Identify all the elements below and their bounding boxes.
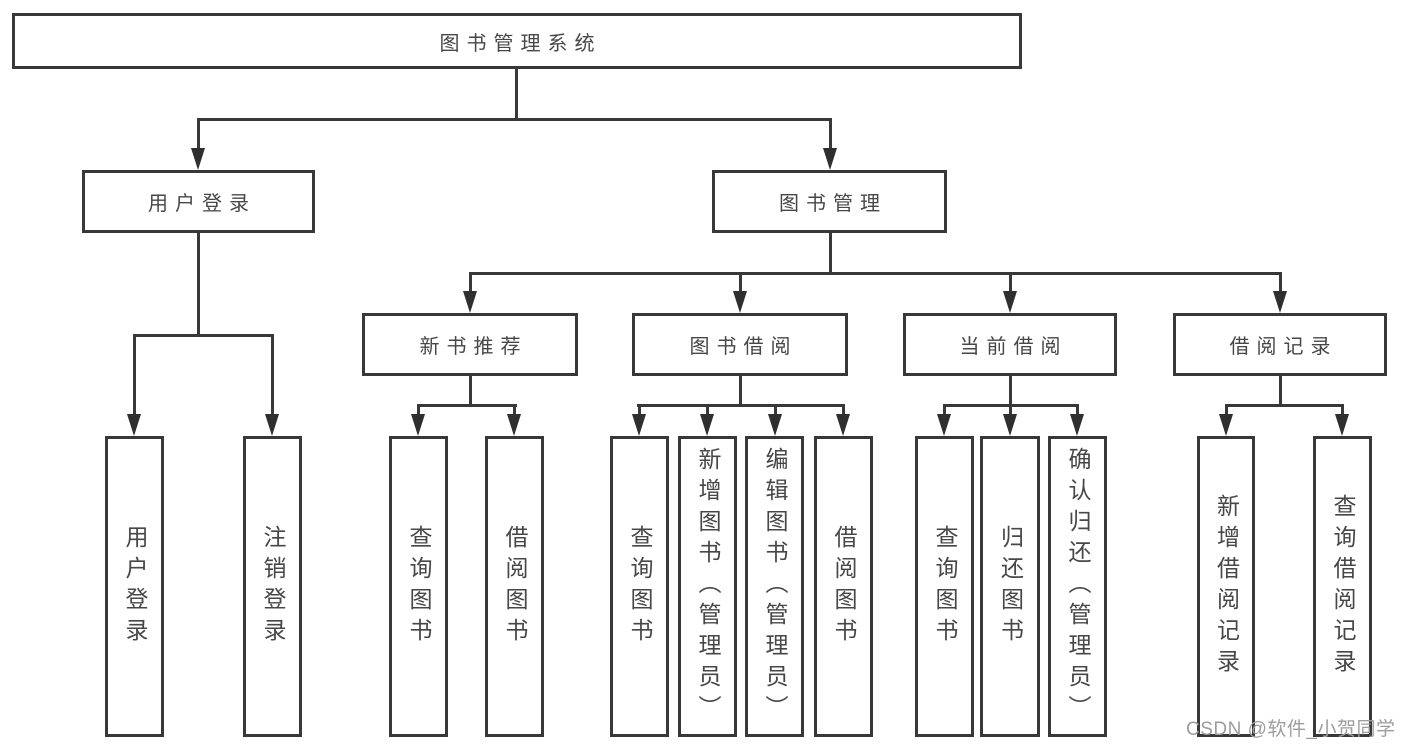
arrowhead-icon <box>700 414 714 436</box>
connector-line <box>829 118 832 148</box>
node-book-borrow: 图书借阅 <box>632 313 848 376</box>
connector-line <box>829 233 832 275</box>
arrowhead-icon <box>1219 414 1233 436</box>
connector-line <box>133 334 274 337</box>
leaf-logout: 注销登录 <box>243 436 302 737</box>
connector-line <box>1009 376 1012 407</box>
arrowhead-icon <box>411 414 425 436</box>
connector-line <box>515 69 518 120</box>
connector-line <box>417 404 420 416</box>
leaf-return-books: 归还图书 <box>980 436 1040 737</box>
arrowhead-icon <box>937 414 951 436</box>
leaf-query-books-borrow: 查询图书 <box>610 436 669 737</box>
connector-line <box>637 404 845 407</box>
connector-line <box>133 334 136 414</box>
arrowhead-icon <box>823 148 837 170</box>
arrowhead-icon <box>1273 291 1287 313</box>
connector-line <box>197 233 200 336</box>
connector-line <box>739 272 742 294</box>
arrowhead-icon <box>127 414 141 436</box>
connector-line <box>739 376 742 407</box>
leaf-query-borrow-record: 查询借阅记录 <box>1313 436 1372 737</box>
connector-line <box>197 118 832 121</box>
arrowhead-icon <box>463 291 477 313</box>
arrowhead-icon <box>768 414 782 436</box>
leaf-edit-books-admin: 编辑图书（管理员） <box>745 436 804 737</box>
connector-line <box>706 404 709 416</box>
leaf-confirm-return-admin: 确认归还（管理员） <box>1048 436 1107 737</box>
arrowhead-icon <box>191 148 205 170</box>
arrowhead-icon <box>265 414 279 436</box>
node-current-borrow: 当前借阅 <box>903 313 1117 376</box>
arrowhead-icon <box>1335 414 1349 436</box>
connector-line <box>271 334 274 414</box>
connector-line <box>1279 272 1282 294</box>
leaf-user-login: 用户登录 <box>105 436 164 737</box>
connector-line <box>1009 404 1012 416</box>
connector-line <box>638 404 641 416</box>
node-borrow-records: 借阅记录 <box>1173 313 1387 376</box>
connector-line <box>774 404 777 416</box>
connector-line <box>1279 376 1282 407</box>
connector-line <box>469 376 472 407</box>
node-user-login: 用户登录 <box>82 170 315 233</box>
leaf-borrow-books: 借阅图书 <box>814 436 873 737</box>
leaf-query-books-recommend: 查询图书 <box>389 436 448 737</box>
connector-line <box>943 404 946 416</box>
connector-line <box>842 404 845 416</box>
connector-line <box>469 272 1282 275</box>
node-new-book-recommend: 新书推荐 <box>362 313 578 376</box>
watermark: CSDN @软件_小贺同学 <box>1186 719 1396 740</box>
arrowhead-icon <box>1070 414 1084 436</box>
leaf-borrow-books-recommend: 借阅图书 <box>485 436 544 737</box>
connector-line <box>1341 404 1344 416</box>
connector-line <box>197 118 200 148</box>
node-root: 图书管理系统 <box>12 13 1022 69</box>
connector-line <box>1009 272 1012 294</box>
arrowhead-icon <box>507 414 521 436</box>
leaf-add-books-admin: 新增图书（管理员） <box>678 436 737 737</box>
connector-line <box>1076 404 1079 416</box>
node-book-management: 图书管理 <box>712 170 947 233</box>
arrowhead-icon <box>733 291 747 313</box>
connector-line <box>1225 404 1228 416</box>
connector-line <box>1225 404 1344 407</box>
arrowhead-icon <box>836 414 850 436</box>
connector-line <box>513 404 516 416</box>
arrowhead-icon <box>1003 414 1017 436</box>
connector-line <box>417 404 517 407</box>
leaf-add-borrow-record: 新增借阅记录 <box>1197 436 1255 737</box>
leaf-query-books-current: 查询图书 <box>915 436 974 737</box>
arrowhead-icon <box>632 414 646 436</box>
arrowhead-icon <box>1003 291 1017 313</box>
connector-line <box>469 272 472 294</box>
